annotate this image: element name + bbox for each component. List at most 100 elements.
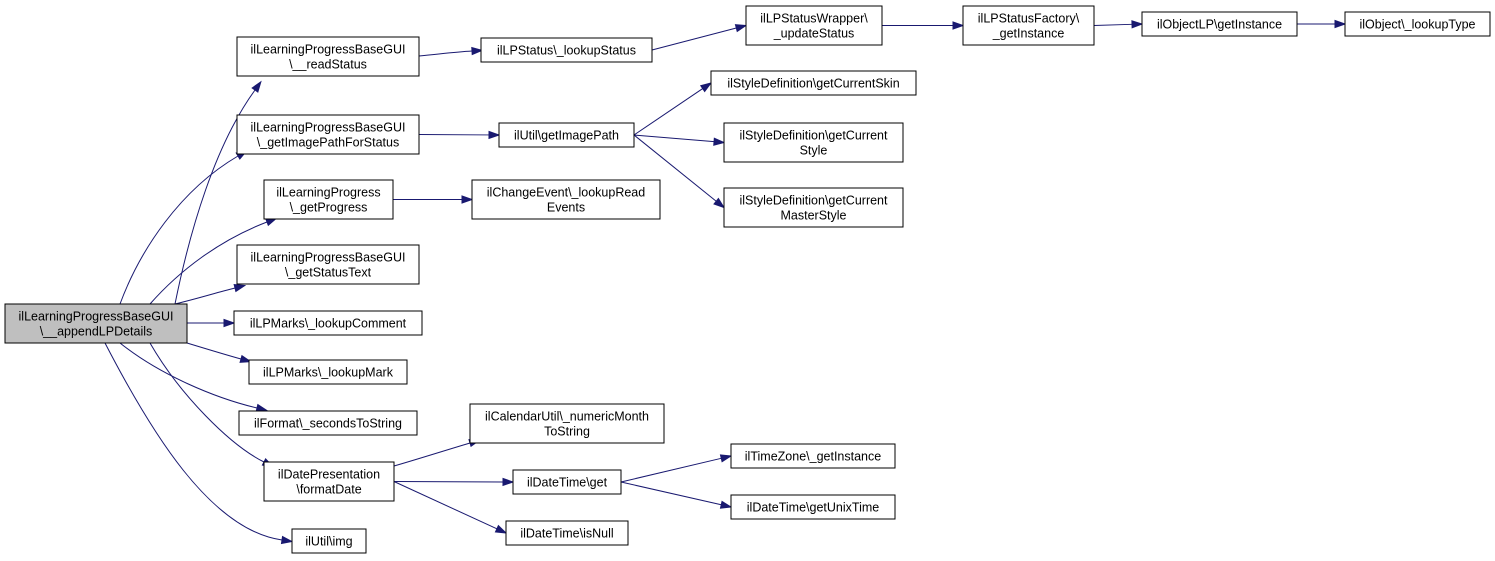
node-isNull[interactable]: ilDateTime\isNull (505, 520, 629, 546)
arrow-head (1334, 19, 1347, 29)
node-label: Style (800, 144, 828, 158)
edge-readStatus-to-lookupStatus (418, 50, 473, 57)
arrow-head (719, 500, 733, 509)
node-objectLPGetInstance[interactable]: ilObjectLP\getInstance (1141, 11, 1298, 37)
edge-dateTimeGet-to-getUnixTime (620, 481, 722, 506)
node-label: ilDateTime\getUnixTime (747, 501, 879, 515)
node-lookupComment[interactable]: ilLPMarks\_lookupComment (233, 310, 423, 336)
node-box (238, 410, 418, 436)
arrow-head (461, 195, 474, 204)
node-img[interactable]: ilUtil\img (291, 528, 367, 554)
arrow-head (251, 80, 262, 93)
node-root[interactable]: ilLearningProgressBaseGUI\__appendLPDeta… (4, 303, 188, 344)
node-formatDate[interactable]: ilDatePresentation\formatDate (263, 461, 395, 502)
node-lookupType[interactable]: ilObject\_lookupType (1344, 11, 1491, 37)
arrow-head (280, 535, 294, 545)
node-label: ilLearningProgressBaseGUI (19, 310, 174, 324)
edge-root-to-readStatus (174, 89, 256, 305)
edge-root-to-getProgress (149, 221, 268, 305)
node-box (4, 303, 188, 344)
node-timeZoneGetInstance[interactable]: ilTimeZone\_getInstance (730, 443, 896, 469)
arrow-head (494, 524, 508, 534)
node-secondsToString[interactable]: ilFormat\_secondsToString (238, 410, 418, 436)
node-box (236, 36, 420, 77)
node-label: ToString (544, 425, 590, 439)
node-getUnixTime[interactable]: ilDateTime\getUnixTime (730, 494, 896, 520)
node-box (236, 114, 420, 155)
node-box (233, 310, 423, 336)
node-label: ilObjectLP\getInstance (1157, 18, 1282, 32)
node-box (498, 122, 635, 148)
node-label: ilUtil\getImagePath (514, 129, 619, 143)
node-label: ilDateTime\get (527, 476, 608, 490)
node-label: ilLPStatusWrapper\ (760, 12, 868, 26)
edge-root-to-img (104, 342, 283, 541)
node-getImagePathForStatus[interactable]: ilLearningProgressBaseGUI\_getImagePathF… (236, 114, 420, 155)
node-box (291, 528, 367, 554)
node-label: ilLearningProgressBaseGUI (251, 43, 406, 57)
node-box (471, 179, 661, 220)
node-label: ilLPStatusFactory\ (978, 12, 1080, 26)
node-label: ilTimeZone\_getInstance (745, 450, 881, 464)
node-label: _getInstance (992, 27, 1065, 41)
node-lookupStatus[interactable]: ilLPStatus\_lookupStatus (480, 37, 653, 63)
node-label: MasterStyle (781, 209, 847, 223)
node-getImagePath[interactable]: ilUtil\getImagePath (498, 122, 635, 148)
node-label: ilLearningProgressBaseGUI (251, 121, 406, 135)
node-box (512, 469, 622, 495)
node-box (745, 5, 883, 46)
node-updateStatus[interactable]: ilLPStatusWrapper\_updateStatus (745, 5, 883, 46)
edge-getImagePath-to-getCurrentSkin (633, 88, 703, 136)
arrow-head (713, 197, 726, 209)
node-label: ilStyleDefinition\getCurrentSkin (727, 77, 899, 91)
node-getProgress[interactable]: ilLearningProgress\_getProgress (263, 179, 394, 220)
arrow-head (233, 284, 247, 293)
node-dateTimeGet[interactable]: ilDateTime\get (512, 469, 622, 495)
node-label: ilCalendarUtil\_numericMonth (485, 410, 649, 424)
arrow-head (719, 454, 733, 463)
node-label: _updateStatus (773, 27, 855, 41)
node-label: \_getImagePathForStatus (257, 136, 399, 150)
node-box (505, 520, 629, 546)
node-box (1141, 11, 1298, 37)
node-label: ilObject\_lookupType (1359, 18, 1475, 32)
node-label: \__readStatus (289, 58, 367, 72)
edge-root-to-getStatusText (174, 287, 236, 305)
node-getCurrentSkin[interactable]: ilStyleDefinition\getCurrentSkin (710, 70, 917, 96)
node-statusFactoryGetInstance[interactable]: ilLPStatusFactory\_getInstance (962, 5, 1095, 46)
arrow-head (952, 21, 965, 30)
node-lookupMark[interactable]: ilLPMarks\_lookupMark (248, 359, 408, 385)
arrow-head (239, 354, 253, 363)
node-box (236, 244, 420, 285)
arrow-head (734, 24, 748, 33)
node-label: ilFormat\_secondsToString (254, 417, 402, 431)
edge-statusFactoryGetInstance-to-objectLPGetInstance (1093, 23, 1133, 26)
call-graph-nodes: ilLearningProgressBaseGUI\__appendLPDeta… (4, 5, 1491, 554)
node-box (248, 359, 408, 385)
edge-root-to-secondsToString (119, 342, 258, 409)
node-label: ilStyleDefinition\getCurrent (740, 194, 889, 208)
node-getStatusText[interactable]: ilLearningProgressBaseGUI\_getStatusText (236, 244, 420, 285)
node-box (1344, 11, 1491, 37)
edge-formatDate-to-numericMonthToString (393, 442, 471, 467)
edge-lookupStatus-to-updateStatus (651, 27, 737, 51)
arrow-head (502, 477, 515, 487)
node-label: ilLPStatus\_lookupStatus (497, 44, 636, 58)
node-box (469, 403, 665, 444)
node-readStatus[interactable]: ilLearningProgressBaseGUI\__readStatus (236, 36, 420, 77)
edge-getImagePath-to-getCurrentMasterStyle (633, 134, 717, 202)
edge-root-to-formatDate (149, 342, 265, 463)
node-box (723, 187, 904, 228)
call-graph-edges (104, 19, 1347, 545)
node-label: Events (547, 201, 585, 215)
node-label: ilLPMarks\_lookupMark (263, 366, 394, 380)
arrow-head (223, 318, 236, 328)
node-box (962, 5, 1095, 46)
node-label: \formatDate (296, 483, 361, 497)
node-label: ilLearningProgress (276, 186, 380, 200)
